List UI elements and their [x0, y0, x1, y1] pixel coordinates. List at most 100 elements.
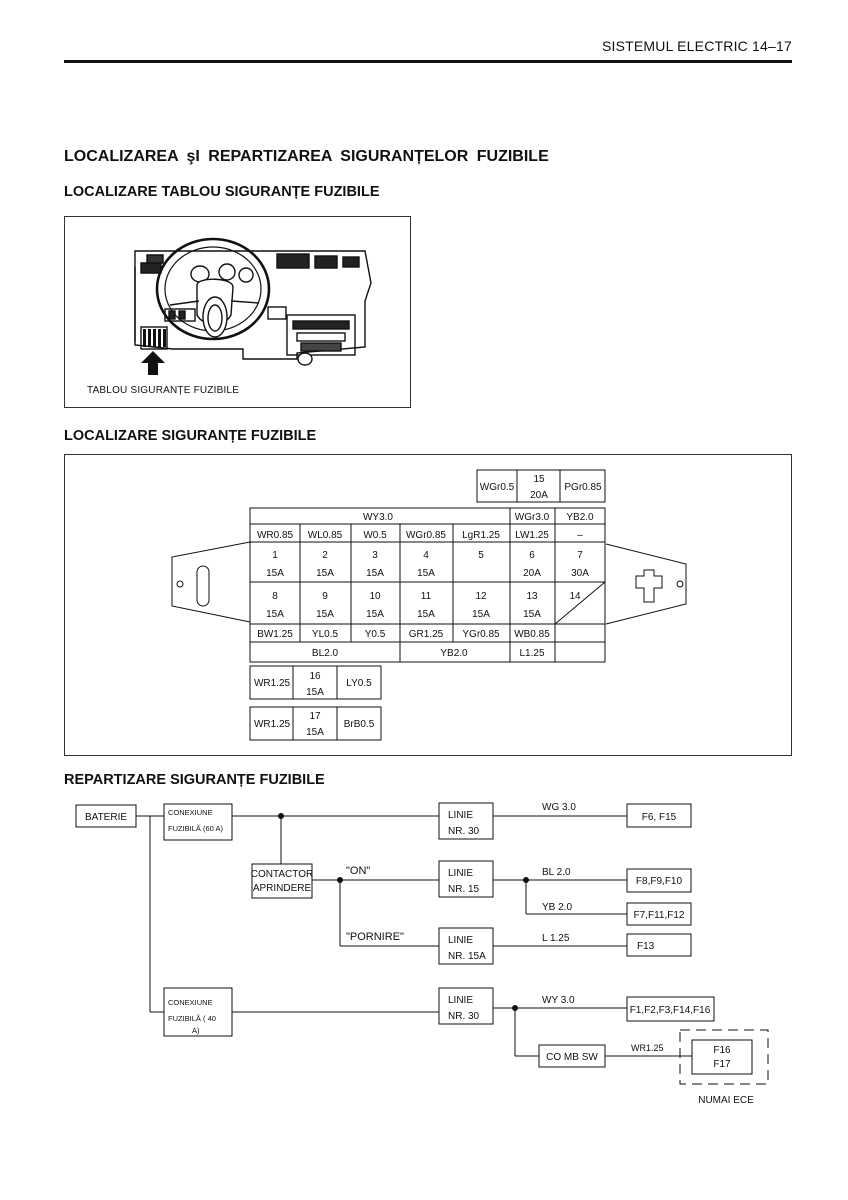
dashboard-figure: TABLOU SIGURANȚE FUZIBILE	[64, 216, 411, 408]
wire-label: LY0.5	[346, 678, 372, 689]
wire-label: PGr0.85	[564, 482, 602, 493]
header-rule	[64, 60, 792, 63]
wire-label: WG 3.0	[542, 802, 576, 813]
fuse-number: 9	[322, 591, 328, 602]
line-15a-box	[438, 927, 494, 965]
wire-label: YB 2.0	[542, 902, 572, 913]
output-label: F6, F15	[642, 812, 677, 823]
wire-label: GR1.25	[409, 629, 444, 640]
fuse-amperage: 15A	[366, 609, 384, 620]
line-30-box	[438, 802, 494, 840]
wire-label: LW1.25	[515, 530, 549, 541]
fuse-amperage: 15A	[417, 568, 435, 579]
battery-label: BATERIE	[85, 812, 127, 823]
output-label: F13	[637, 941, 655, 952]
fuse-amperage: 15A	[366, 568, 384, 579]
wire-label: Y0.5	[365, 629, 386, 640]
line-15-box	[438, 860, 494, 898]
wire-label: WR0.85	[257, 530, 294, 541]
page-title: LOCALIZAREA şI REPARTIZAREA SIGURANȚELOR…	[64, 148, 549, 165]
wire-label: BL 2.0	[542, 867, 571, 878]
fuse-number: 4	[423, 550, 429, 561]
running-header: SISTEMUL ELECTRIC 14–17	[601, 38, 792, 54]
line-label: LINIE	[448, 935, 473, 946]
dashboard-illustration	[134, 237, 372, 375]
fuse-number: 10	[369, 591, 381, 602]
start-label: "PORNIRE"	[346, 931, 404, 943]
fuse-number: 15	[533, 474, 545, 485]
wire-label: WL0.85	[308, 530, 343, 541]
fuse-number: 17	[309, 711, 321, 722]
fuse-number: 2	[322, 550, 328, 561]
fuse-amperage: 15A	[316, 568, 334, 579]
fusible-link-60-box	[163, 803, 233, 841]
line-label: LINIE	[448, 810, 473, 821]
wire-label: WGr0.5	[480, 482, 515, 493]
out-f13-box	[626, 933, 692, 957]
line-label: NR. 15	[448, 884, 480, 895]
fuse-amperage: 30A	[571, 568, 589, 579]
combsw-box	[538, 1044, 606, 1068]
fuse-number: 16	[309, 671, 321, 682]
wire-label: WR1.25	[254, 719, 291, 730]
fuse-amperage: 15A	[306, 727, 324, 738]
fuse-amperage: 15A	[417, 609, 435, 620]
wire-label: WY 3.0	[542, 995, 575, 1006]
output-label: F8,F9,F10	[636, 876, 683, 887]
output-label: F1,F2,F3,F14,F16	[630, 1005, 711, 1016]
out-f16-box	[691, 1039, 753, 1075]
output-label: F16	[713, 1045, 731, 1056]
fuse-number: 7	[577, 550, 583, 561]
figure-caption: TABLOU SIGURANȚE FUZIBILE	[87, 385, 240, 396]
wire-label: YL0.5	[312, 629, 339, 640]
output-label: F7,F11,F12	[634, 910, 685, 921]
wire-label: LgR1.25	[462, 530, 500, 541]
line-label: NR. 15A	[448, 951, 486, 962]
line-label: NR. 30	[448, 826, 480, 837]
fuse-number: 6	[529, 550, 535, 561]
fuse-box-right-plate	[605, 543, 687, 625]
wire-label: L 1.25	[542, 933, 570, 944]
combination-switch-label: CO MB SW	[546, 1052, 598, 1063]
wire-label: BL2.0	[312, 648, 339, 659]
fuse-number: 11	[421, 591, 432, 602]
fuse-box-left-plate	[171, 541, 251, 623]
fusible-link-label: FUZIBILĂ (60 A)	[168, 824, 224, 833]
fuse-amperage: 20A	[530, 490, 548, 501]
line-label: LINIE	[448, 995, 473, 1006]
fuse-number: 8	[272, 591, 278, 602]
fuse-number: 12	[475, 591, 487, 602]
fuse-number: 3	[372, 550, 378, 561]
wire-label: YB2.0	[440, 648, 468, 659]
fusible-link-label: FUZIBILĂ ( 40	[168, 1014, 216, 1023]
fuse-amperage: 15A	[266, 609, 284, 620]
section-title-fuse-location: LOCALIZARE SIGURANȚE FUZIBILE	[64, 428, 317, 444]
section-title-panel-location: LOCALIZARE TABLOU SIGURANȚE FUZIBILE	[64, 184, 380, 200]
line-30b-box	[438, 987, 494, 1025]
fusible-link-40-box	[163, 987, 233, 1037]
ignition-switch-box	[251, 863, 313, 899]
wire-label: W0.5	[363, 530, 387, 541]
wire-label: WR1.25	[631, 1043, 664, 1053]
out-f6-box	[626, 803, 692, 828]
line-label: LINIE	[448, 868, 473, 879]
fusible-link-label: CONEXIUNE	[168, 808, 213, 817]
out-f1-box	[626, 996, 715, 1022]
wire-label: WB0.85	[514, 629, 550, 640]
wire-label: WGr0.85	[406, 530, 446, 541]
fuse-amperage: 15A	[316, 609, 334, 620]
fusible-link-label: A)	[192, 1026, 200, 1035]
line-label: NR. 30	[448, 1011, 480, 1022]
fuse-amperage: 15A	[266, 568, 284, 579]
wire-label: BW1.25	[257, 629, 293, 640]
wire-label: YB2.0	[566, 512, 594, 523]
on-label: "ON"	[346, 865, 370, 877]
section-title-fuse-distribution: REPARTIZARE SIGURANȚE FUZIBILE	[64, 772, 325, 788]
output-label: F17	[713, 1059, 731, 1070]
fuse-amperage: 15A	[306, 687, 324, 698]
ece-frame	[679, 1029, 769, 1085]
fuse-number: 5	[478, 550, 484, 561]
wire-label: WR1.25	[254, 678, 291, 689]
fuse-box-figure	[64, 454, 792, 756]
fuse-number: 14	[569, 591, 581, 602]
